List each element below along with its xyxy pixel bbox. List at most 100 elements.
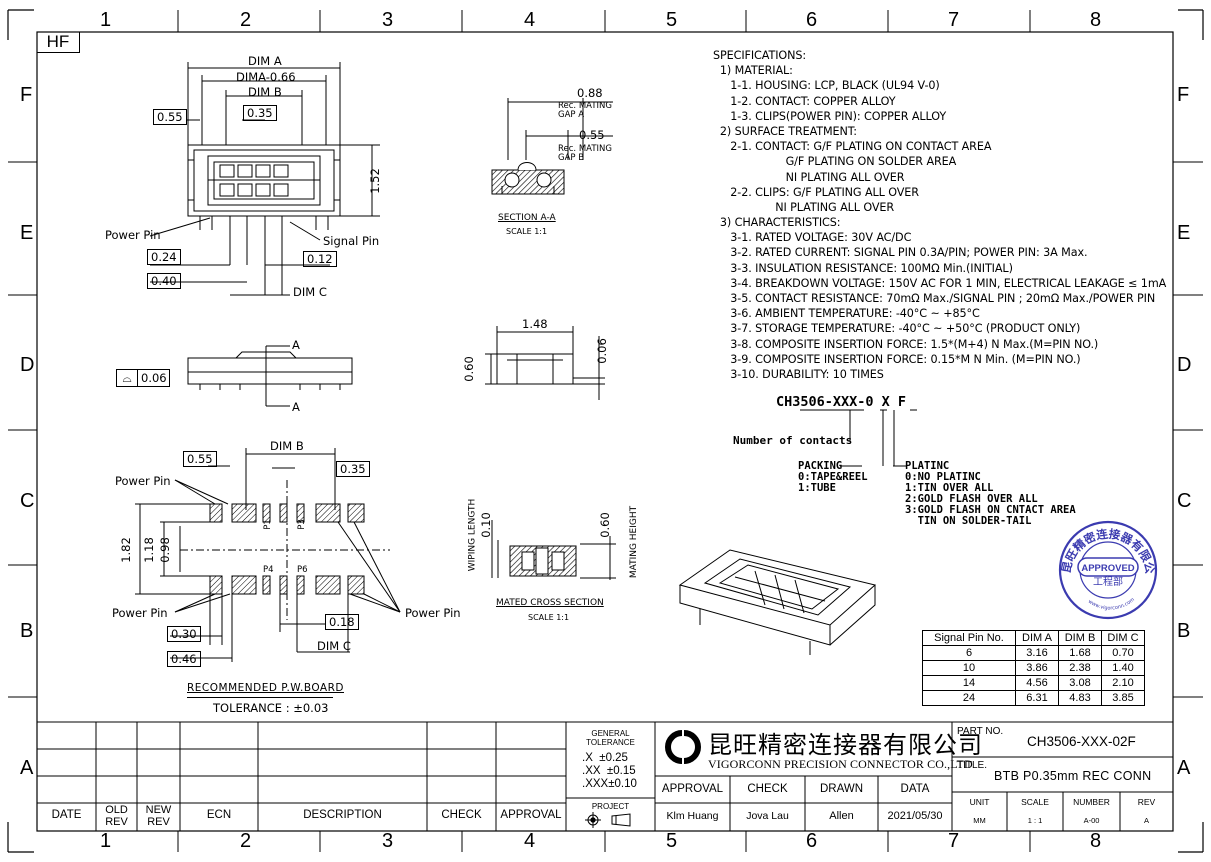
spec-line: 3-9. COMPOSITE INSERTION FORCE: 0.15*M N… — [713, 352, 1081, 366]
zone-label-left: D — [20, 354, 35, 376]
table-cell: 3.85 — [1101, 690, 1145, 706]
zone-label-bottom: 6 — [806, 830, 818, 852]
pcb-dim-018-box: 0.18 — [325, 614, 359, 630]
title-value: BTB P0.35mm REC CONN — [994, 769, 1152, 783]
top-view-drawing — [149, 62, 380, 296]
signal-pin-table: Signal Pin No. DIM A DIM B DIM C 6 3.16 … — [922, 630, 1145, 706]
tolerance-values: .X ±0.25 .XX ±0.15 .XXX±0.10 — [582, 752, 637, 791]
tolerance-line: .XX ±0.15 — [582, 765, 636, 777]
plating-option: 3:GOLD FLASH ON CNTACT AREA — [905, 504, 1076, 516]
pin-label-p6: P6 — [297, 565, 308, 575]
rev-label: REV — [1137, 797, 1156, 807]
table-cell: 1.40 — [1101, 660, 1145, 676]
pcb-power-pin-label: Power Pin — [112, 606, 168, 620]
table-header-row: Signal Pin No. DIM A DIM B DIM C — [922, 630, 1145, 646]
zone-label-top: 8 — [1090, 9, 1102, 31]
company-name-cn: 昆旺精密连接器有限公司 — [708, 731, 983, 759]
spec-line: 3-8. COMPOSITE INSERTION FORCE: 1.5*(M+4… — [713, 337, 1099, 351]
spec-line: 2-1. CONTACT: G/F PLATING ON CONTACT ARE… — [713, 140, 992, 154]
role-data: DATA — [900, 783, 930, 795]
mated-section-scale: SCALE 1:1 — [528, 613, 570, 622]
rev-header-approval: APPROVAL — [500, 809, 562, 821]
isometric-view-drawing — [678, 549, 877, 655]
pcb-power-pin-label: Power Pin — [405, 606, 461, 620]
hf-tag: HF — [37, 32, 80, 53]
pcb-dim-c-label: DIM C — [317, 639, 351, 653]
date-value: 2021/05/30 — [887, 810, 943, 822]
tolerance-line: .X ±0.25 — [582, 752, 628, 764]
role-approval: APPROVAL — [661, 783, 724, 795]
number-label: NUMBER — [1073, 797, 1110, 807]
company-name-en: VIGORCONN PRECISION CONNECTOR CO.,LTD — [708, 757, 973, 771]
spec-line: 3-7. STORAGE TEMPERATURE: -40°C ~ +50°C … — [713, 322, 1081, 336]
specifications-block: SPECIFICATIONS: 1) MATERIAL: 1-1. HOUSIN… — [713, 48, 1166, 382]
zone-label-bottom: 2 — [240, 830, 252, 852]
zone-label-bottom: 5 — [666, 830, 678, 852]
spec-line: NI PLATING ALL OVER — [713, 200, 895, 214]
dim-b-label: DIM B — [248, 85, 282, 99]
pcb-dim-b-label: DIM B — [270, 439, 304, 453]
pcb-title-underline — [187, 697, 333, 698]
side-view-drawing — [187, 345, 353, 407]
spec-line: SPECIFICATIONS: — [713, 49, 807, 62]
spec-line: 2) SURFACE TREATMENT: — [713, 124, 857, 138]
plating-option: 2:GOLD FLASH OVER ALL — [905, 493, 1038, 505]
dim-040-box: 0.40 — [147, 273, 181, 289]
table-cell: 3.16 — [1015, 645, 1059, 661]
signal-pin-label: Signal Pin — [323, 234, 380, 248]
zone-label-right: C — [1177, 490, 1192, 512]
mated-section-drawing — [491, 520, 616, 580]
table-header: DIM C — [1101, 630, 1145, 646]
mated-section-title: MATED CROSS SECTION — [496, 598, 604, 608]
pcb-layout-drawing — [135, 448, 401, 662]
zone-label-left: C — [20, 490, 35, 512]
name-approval: Klm Huang — [666, 810, 719, 822]
dim-a-label: DIM A — [248, 54, 282, 68]
table-row: 24 6.31 4.83 3.85 — [922, 690, 1145, 706]
dima-066-label: DIMA-0.66 — [236, 70, 296, 84]
rev-header-ecn: ECN — [206, 809, 232, 821]
table-header: Signal Pin No. — [922, 630, 1016, 646]
spec-line: G/F PLATING ON SOLDER AREA — [713, 155, 957, 169]
zone-label-bottom: 8 — [1090, 830, 1102, 852]
scale-label: SCALE — [1021, 797, 1049, 807]
rev-header-old: OLD REV — [105, 804, 128, 828]
packing-option: PACKING — [798, 460, 843, 472]
power-pin-label: Power Pin — [105, 228, 161, 242]
zone-label-bottom: 4 — [524, 830, 536, 852]
table-row: 10 3.86 2.38 1.40 — [922, 660, 1145, 676]
zone-label-bottom: 7 — [948, 830, 960, 852]
rec-mating-gap-a: Rec. MATING GAP A — [558, 101, 612, 120]
approved-stamp: 昆旺精密连接器有限公司 APPROVED 工程部 www.vigorconn.c… — [1056, 518, 1157, 620]
zone-label-top: 5 — [666, 9, 678, 31]
part-code: CH3506-XXX-0 X F — [776, 394, 907, 410]
zone-label-top: 7 — [948, 9, 960, 31]
rev-header-description: DESCRIPTION — [303, 809, 382, 821]
project-label: PROJECT — [591, 802, 630, 811]
pcb-dim-035-box: 0.35 — [336, 461, 370, 477]
spec-line: 2-2. CLIPS: G/F PLATING ALL OVER — [713, 185, 919, 199]
dim-088-label: 0.88 — [577, 86, 603, 100]
table-header: DIM B — [1058, 630, 1102, 646]
number-value: A-00 — [1083, 816, 1100, 825]
spec-line: 3-10. DURABILITY: 10 TIMES — [713, 367, 884, 381]
svg-text:工程部: 工程部 — [1093, 575, 1123, 588]
unit-label: UNIT — [969, 797, 990, 807]
end-view-drawing — [485, 326, 605, 400]
role-check: CHECK — [747, 783, 788, 795]
table-header: DIM A — [1015, 630, 1059, 646]
spec-line: 1-2. CONTACT: COPPER ALLOY — [713, 94, 896, 108]
pcb-title: RECOMMENDED P.W.BOARD — [187, 682, 344, 694]
dim-055-label: 0.55 — [579, 128, 605, 142]
spec-line: 3-1. RATED VOLTAGE: 30V AC/DC — [713, 231, 912, 245]
zone-label-right: D — [1177, 354, 1192, 376]
role-drawn: DRAWN — [819, 783, 863, 795]
scale-value: 1 : 1 — [1027, 816, 1043, 825]
plating-option: 0:NO PLATINC — [905, 471, 981, 483]
zone-label-bottom: 1 — [100, 830, 112, 852]
rec-mating-gap-b: Rec. MATING GAP B — [558, 144, 612, 163]
section-aa-scale: SCALE 1:1 — [506, 227, 548, 236]
